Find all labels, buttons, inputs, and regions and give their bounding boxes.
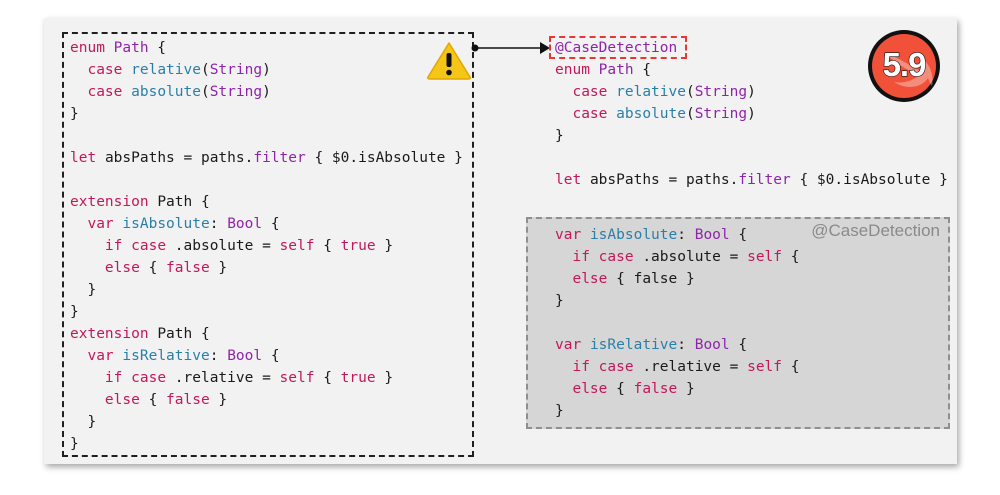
arrow-right-icon: [471, 42, 550, 54]
swift-logo-icon: [868, 30, 940, 102]
macro-expansion-box: @CaseDetection: [526, 217, 950, 429]
annotated-code: enum Path { case relative(String) case a…: [555, 62, 948, 188]
warning-triangle-icon: [427, 42, 471, 80]
swift-version-badge: 5.9: [882, 45, 927, 83]
macro-expansion-label: @CaseDetection: [811, 221, 940, 240]
original-code: enum Path { case relative(String) case a…: [70, 40, 463, 452]
original-code-box: [62, 32, 474, 457]
macro-attribute: @CaseDetection: [555, 40, 678, 56]
expanded-code: var isAbsolute: Bool { if case .absolute…: [555, 227, 800, 419]
macro-attribute-highlight: [549, 36, 687, 59]
